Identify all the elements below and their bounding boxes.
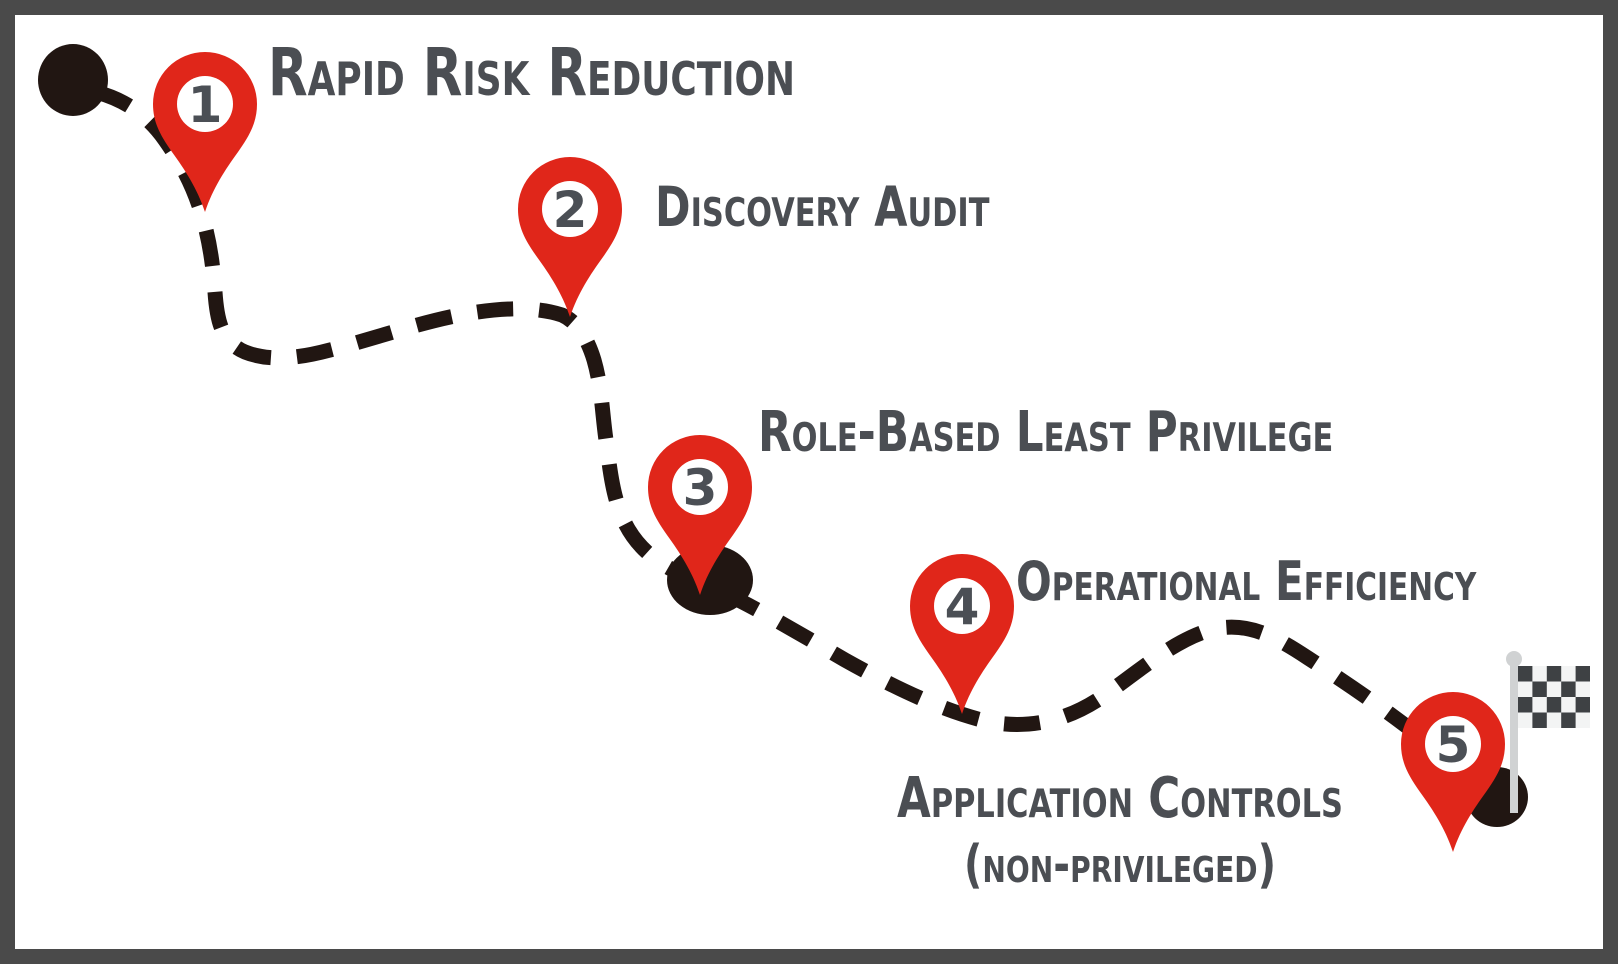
- flag-checker-squares: [1518, 666, 1590, 728]
- pin-circle: [177, 76, 233, 132]
- flag-pole-knob: [1506, 651, 1522, 667]
- start-dot-icon: [38, 44, 108, 116]
- pin-number: 4: [945, 578, 980, 636]
- pin-number: 2: [553, 181, 588, 239]
- pin-number: 1: [188, 76, 223, 134]
- flag-pole: [1510, 659, 1518, 813]
- milestone-label-2: Discovery Audit: [655, 175, 990, 239]
- pin-number: 3: [683, 459, 718, 517]
- milestone-pin-2: 2: [518, 157, 622, 317]
- pin-circle: [1425, 716, 1481, 772]
- journey-path: [93, 84, 1499, 806]
- milestone-pin-5: 5: [1401, 692, 1505, 852]
- milestone-pin-1: 1: [153, 52, 257, 212]
- pin-circle: [672, 459, 728, 515]
- milestone-pin-4: 4: [910, 554, 1014, 714]
- milestone-label-1: Rapid Risk Reduction: [268, 34, 796, 111]
- checkered-flag-icon: [1506, 651, 1590, 813]
- pin-circle: [934, 578, 990, 634]
- pin-number: 5: [1436, 716, 1471, 774]
- milestone-label-5-line2: (non-privileged): [963, 835, 1277, 895]
- milestone-label-3: Role-Based Least Privilege: [758, 400, 1334, 465]
- pin-circle: [542, 181, 598, 237]
- milestone-label-4: Operational Efficiency: [1016, 550, 1477, 613]
- milestone-label-5-line1: Application Controls: [897, 766, 1343, 831]
- milestone-pin-3: 3: [648, 435, 752, 595]
